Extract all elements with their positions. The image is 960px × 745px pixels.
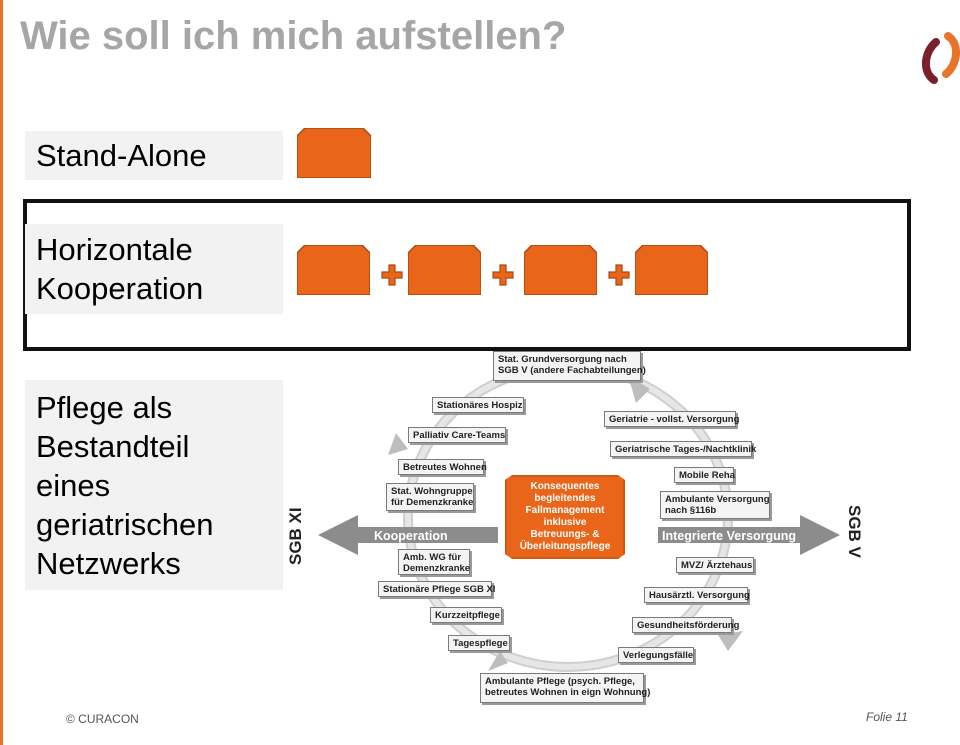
list-item: Mobile Reha	[674, 467, 735, 483]
list-item: MVZ/ Ärztehaus	[676, 557, 754, 573]
curacon-logo-icon	[922, 32, 960, 84]
bottom-box-line-1: Ambulante Pflege (psych. Pflege,	[485, 676, 635, 687]
center-line-2: begleitendes	[534, 493, 596, 504]
list-item: Geriatrie - vollst. Versorgung	[604, 411, 739, 427]
arrow-kooperation-label: Kooperation	[374, 529, 448, 543]
accent-rule	[0, 0, 3, 745]
top-box-line-2: SGB V (andere Fachabteilungen)	[498, 365, 646, 376]
stand-alone-label: Stand-Alone	[25, 131, 283, 180]
list-item-line: nach §116b	[665, 505, 717, 516]
plus-icon	[381, 264, 403, 286]
horizontal-text-1: Horizontale	[36, 232, 193, 267]
center-line-4: inklusive	[543, 517, 587, 528]
footer-copyright: © CURACON	[66, 712, 139, 726]
list-item: Stat. Wohngruppe für Demenzkranke	[386, 483, 474, 511]
case-management-box: Konsequentes begleitendes Fallmanagement…	[505, 475, 625, 559]
list-item-line: Ambulante Versorgung	[665, 494, 770, 505]
list-item: Ambulante Versorgung nach §116b	[660, 491, 770, 519]
center-line-1: Konsequentes	[530, 481, 600, 492]
horizontal-text-2: Kooperation	[36, 271, 204, 306]
horizontal-block-4	[635, 245, 708, 295]
horizontal-block-2	[408, 245, 481, 295]
plus-icon	[492, 264, 514, 286]
slide-title: Wie soll ich mich aufstellen?	[20, 14, 567, 58]
horizontal-block-1	[297, 245, 370, 295]
sgb-xi-label: SGB XI	[286, 507, 305, 565]
list-item: Tagespflege	[448, 635, 510, 651]
center-line-6: Überleitungspflege	[519, 541, 611, 552]
stand-alone-block	[297, 128, 371, 178]
horizontal-block-3	[524, 245, 597, 295]
list-item: Betreutes Wohnen	[398, 459, 487, 475]
horizontal-label: Horizontale Kooperation	[25, 224, 283, 314]
list-item-line: Demenzkranke	[403, 563, 471, 574]
top-box: Stat. Grundversorgung nach SGB V (andere…	[493, 351, 646, 381]
list-item: Palliativ Care-Teams	[408, 427, 506, 443]
list-item: Hausärztl. Versorgung	[644, 587, 750, 603]
bottom-box-line-2: betreutes Wohnen in eign Wohnung)	[485, 687, 651, 698]
list-item: Stationäre Pflege SGB XI	[378, 581, 495, 597]
list-item: Kurzzeitpflege	[430, 607, 502, 623]
list-item-line: Amb. WG für	[403, 552, 462, 563]
footer-page-number: Folie 11	[866, 710, 908, 724]
sgb-v-label: SGB V	[845, 505, 864, 558]
list-item-line: für Demenzkranke	[391, 497, 474, 508]
plus-icon	[608, 264, 630, 286]
center-line-3: Fallmanagement	[525, 505, 605, 516]
list-item: Gesundheitsförderung	[632, 617, 739, 633]
list-item: Geriatrische Tages-/Nachtklinik	[610, 441, 756, 457]
network-text-4: geriatrischen	[36, 507, 214, 542]
bottom-box: Ambulante Pflege (psych. Pflege, betreut…	[480, 673, 651, 703]
network-label: Pflege als Bestandteil eines geriatrisch…	[25, 380, 283, 590]
network-text-5: Netzwerks	[36, 546, 181, 581]
arrow-integrierte-label: Integrierte Versorgung	[662, 529, 797, 543]
stand-alone-text: Stand-Alone	[36, 138, 207, 173]
top-box-line-1: Stat. Grundversorgung nach	[498, 354, 627, 365]
list-item: Amb. WG für Demenzkranke	[398, 549, 470, 575]
geriatric-network-diagram: SGB XI SGB V Kooperation Integrierte Ver…	[286, 345, 868, 707]
network-text-1: Pflege als	[36, 390, 173, 425]
list-item: Verlegungsfälle	[618, 647, 694, 663]
center-line-5: Betreuungs- &	[530, 529, 600, 540]
network-text-2: Bestandteil	[36, 429, 190, 464]
network-text-3: eines	[36, 468, 111, 503]
list-item-line: Stat. Wohngruppe	[391, 486, 473, 497]
list-item: Stationäres Hospiz	[432, 397, 524, 413]
